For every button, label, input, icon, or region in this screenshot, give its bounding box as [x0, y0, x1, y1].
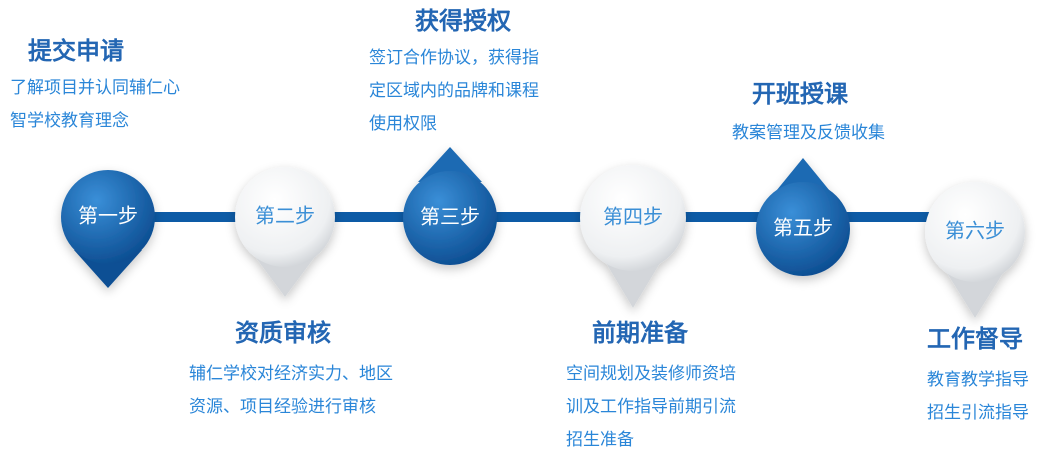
step-1-pin [61, 170, 155, 288]
step-3-line-2: 定区域内的品牌和课程 [369, 81, 539, 101]
step-6-title: 工作督导 [927, 325, 1023, 353]
step-6-label: 第六步 [945, 219, 1005, 243]
step-2-line-1: 辅仁学校对经济实力、地区 [189, 364, 393, 384]
step-6-line-2: 招生引流指导 [927, 403, 1029, 423]
step-4-line-2: 训及工作指导前期引流 [566, 397, 736, 417]
step-4-pin [580, 165, 686, 308]
step-6-line-1: 教育教学指导 [927, 370, 1029, 390]
step-5-label: 第五步 [773, 216, 833, 240]
step-2-pin [235, 167, 335, 297]
step-2-line-2: 资源、项目经验进行审核 [189, 397, 376, 417]
step-3-description: 获得授权 签订合作协议，获得指 定区域内的品牌和课程 使用权限 [369, 6, 539, 141]
step-1-line-1: 了解项目并认同辅仁心 [10, 78, 180, 98]
step-5-description: 开班授课 教案管理及反馈收集 [732, 79, 885, 150]
step-4-line-1: 空间规划及装修师资培 [566, 364, 736, 384]
step-3-line-1: 签订合作协议，获得指 [369, 48, 539, 68]
step-4-description: 前期准备 空间规划及装修师资培 训及工作指导前期引流 招生准备 [566, 318, 736, 457]
step-2-description: 资质审核 辅仁学校对经济实力、地区 资源、项目经验进行审核 [189, 318, 393, 424]
step-3-pin [403, 147, 497, 265]
step-5-title: 开班授课 [752, 80, 848, 108]
step-5-pin [756, 158, 850, 276]
step-4-line-3: 招生准备 [566, 430, 634, 450]
step-1-label: 第一步 [78, 204, 138, 228]
step-2-label: 第二步 [255, 204, 315, 228]
step-1-line-2: 智学校教育理念 [10, 111, 129, 131]
step-6-pin [925, 182, 1025, 318]
step-3-label: 第三步 [420, 205, 480, 229]
step-5-line-1: 教案管理及反馈收集 [732, 123, 885, 143]
step-3-title: 获得授权 [415, 7, 511, 35]
step-1-title: 提交申请 [28, 37, 124, 65]
step-4-title: 前期准备 [592, 319, 688, 347]
step-6-description: 工作督导 教育教学指导 招生引流指导 [927, 324, 1029, 430]
step-3-line-3: 使用权限 [369, 114, 437, 134]
timeline-line [95, 212, 975, 222]
step-2-title: 资质审核 [235, 319, 331, 347]
step-4-label: 第四步 [603, 205, 663, 229]
step-1-description: 提交申请 了解项目并认同辅仁心 智学校教育理念 [10, 36, 180, 138]
